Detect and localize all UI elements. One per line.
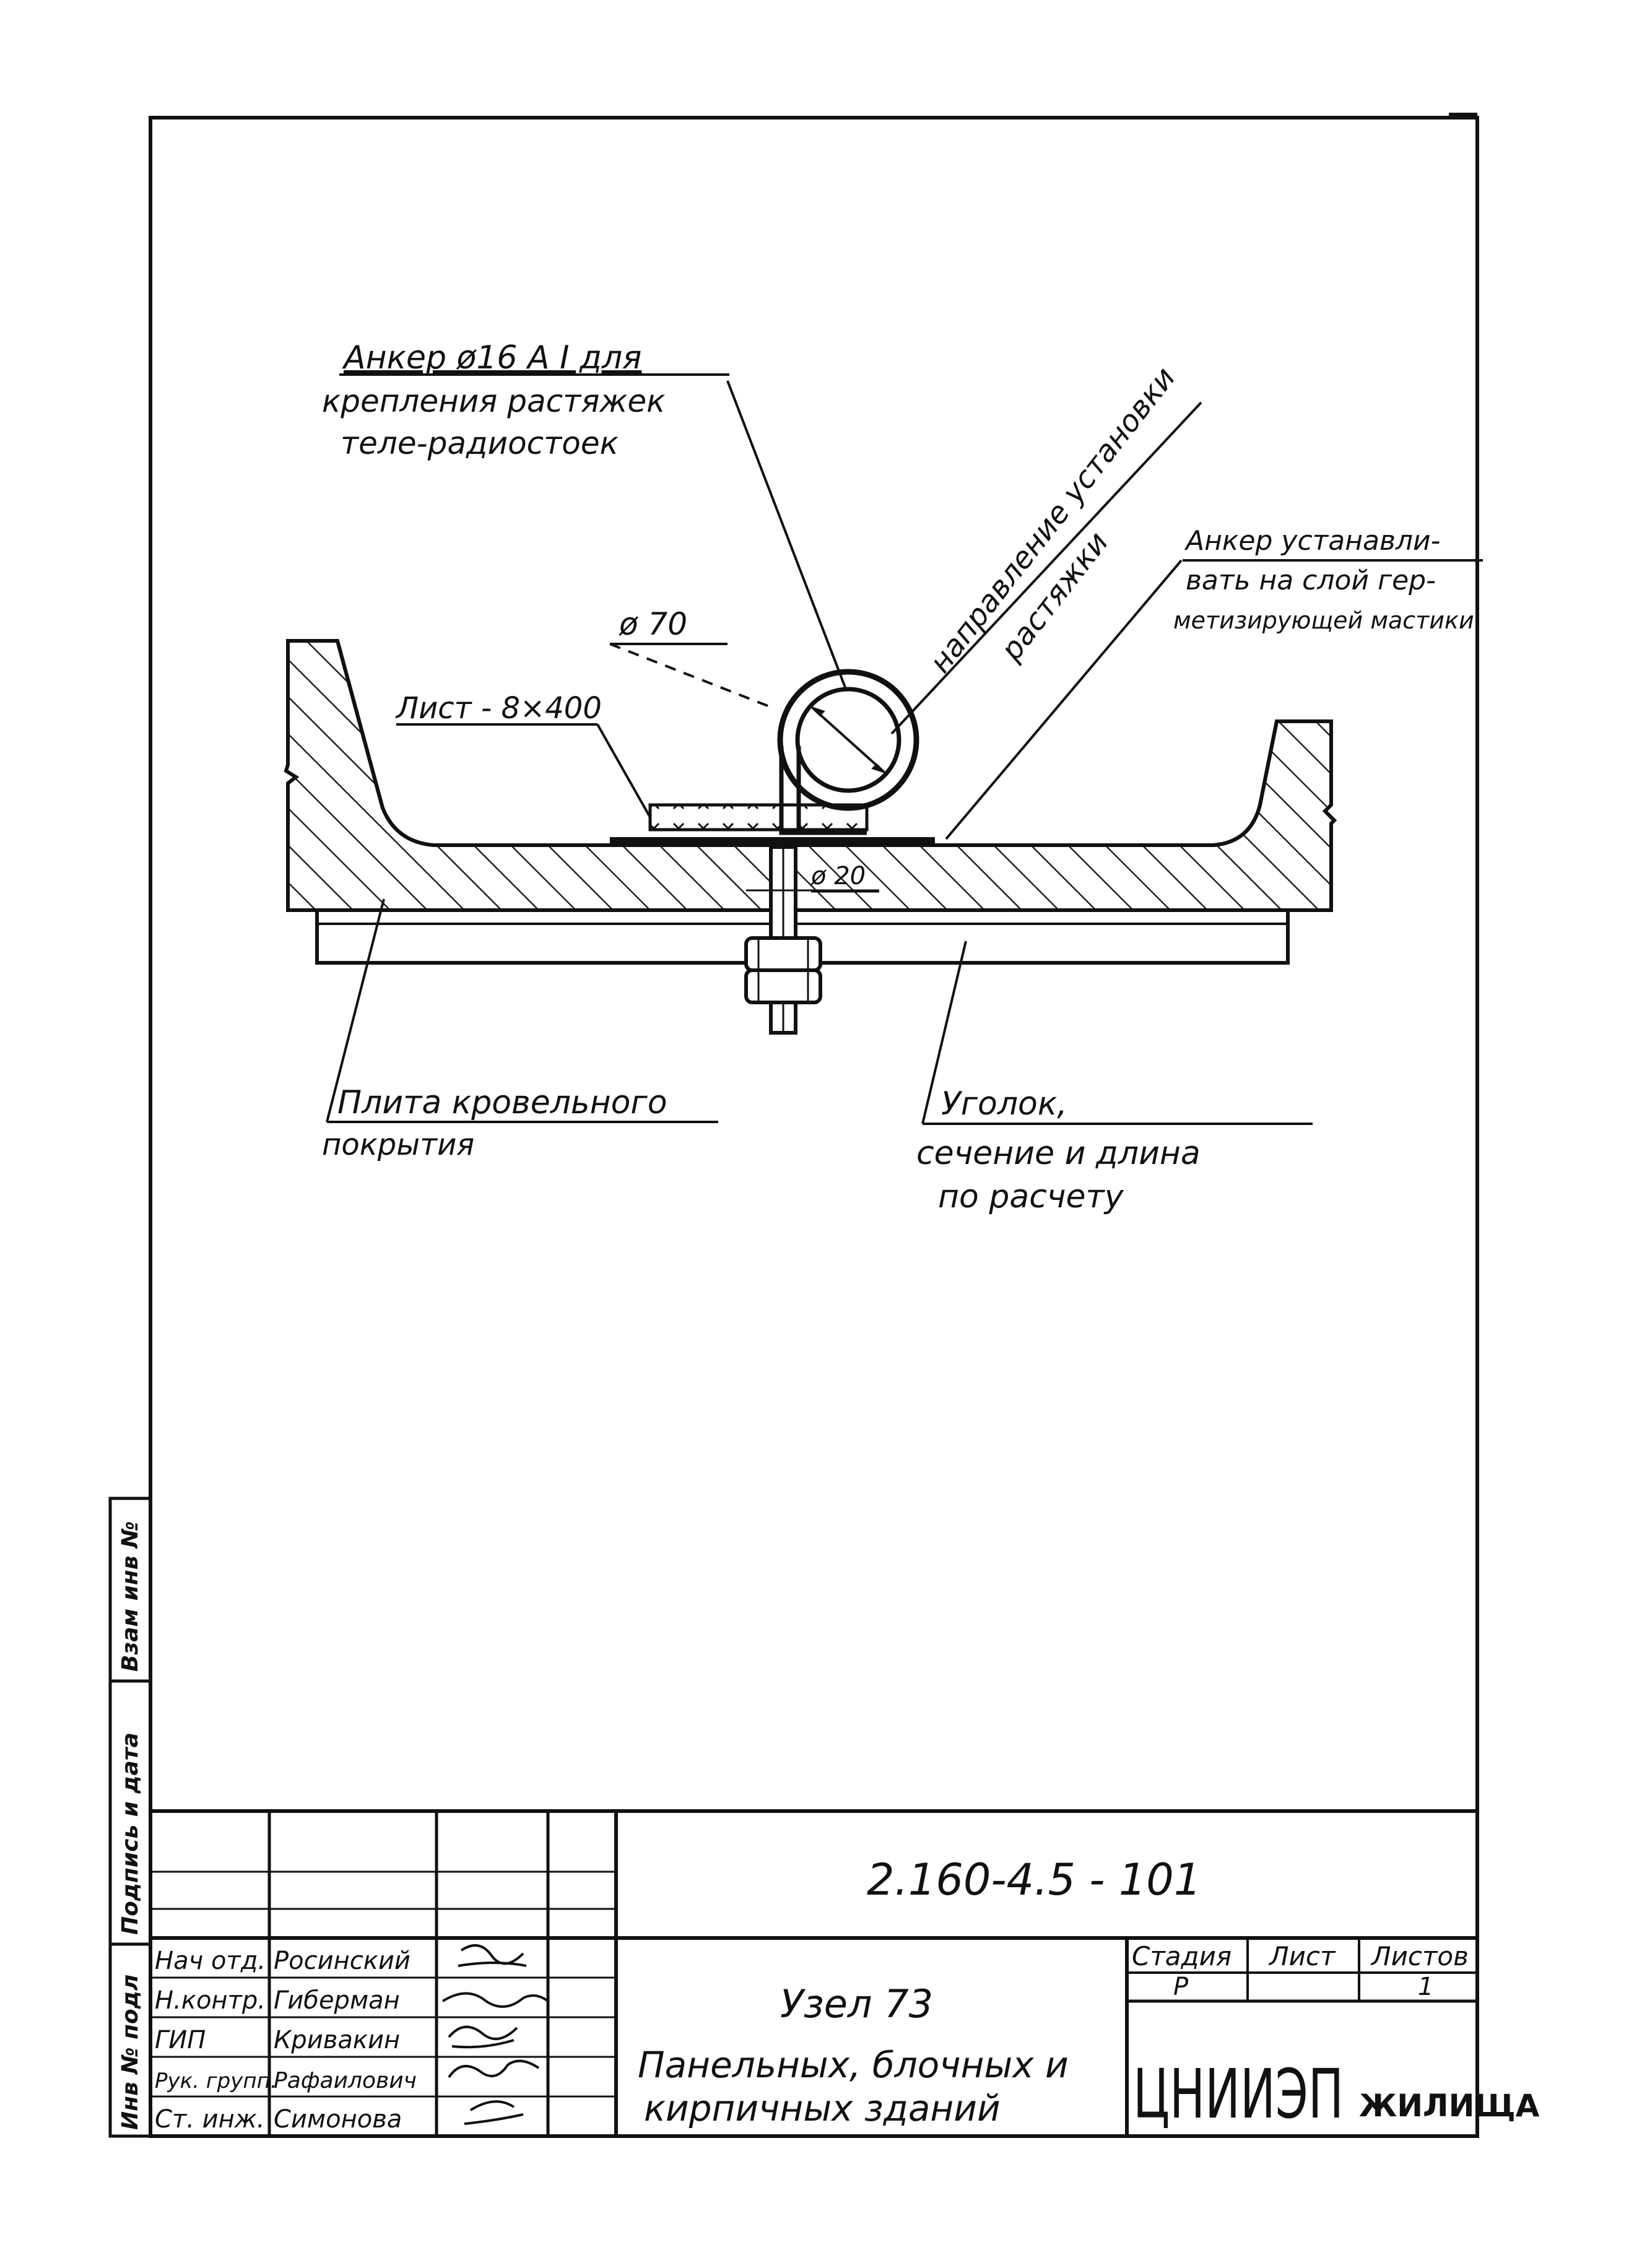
organization-subtitle: ЖИЛИЩА bbox=[1359, 2088, 1540, 2124]
anchor-label-line3: теле-радиостоек bbox=[341, 425, 619, 461]
role-5: Ст. инж. bbox=[155, 2105, 265, 2134]
side-stamp-field-signature: Подпись и дата bbox=[118, 1732, 143, 1935]
name-3: Кривакин bbox=[274, 2026, 400, 2054]
sheets-header: Листов bbox=[1370, 1941, 1469, 1971]
install-label-line2: вать на слой гер- bbox=[1186, 565, 1436, 596]
role-1: Нач отд. bbox=[155, 1947, 266, 1975]
stage-header: Стадия bbox=[1132, 1941, 1232, 1971]
role-2: Н.контр. bbox=[155, 1986, 266, 2015]
install-label: Анкер устанавли- bbox=[1184, 525, 1441, 557]
name-2: Гиберман bbox=[274, 1986, 400, 2015]
sheet-label: Лист - 8×400 bbox=[395, 691, 602, 726]
signatures bbox=[441, 1944, 549, 2125]
sheet-header: Лист bbox=[1268, 1941, 1336, 1971]
node-title: Узел 73 bbox=[780, 1981, 933, 2027]
name-5: Симонова bbox=[274, 2105, 402, 2134]
anchor-label-line2: крепления растяжек bbox=[322, 383, 665, 419]
anchor-bolt bbox=[744, 669, 919, 1035]
side-stamp-field-original: Инв № подл bbox=[118, 1975, 143, 2130]
stage-value: Р bbox=[1173, 1973, 1189, 2001]
angle-label: Уголок, bbox=[941, 1085, 1067, 1123]
slab-label-line2: покрытия bbox=[322, 1127, 474, 1162]
side-stamp-field-replacement: Взам инв № bbox=[118, 1521, 143, 1672]
title-block: 2.160-4.5 - 101 Нач отд. Росинский Н.кон… bbox=[150, 1809, 1540, 2136]
role-4: Рук. групп. bbox=[155, 2069, 277, 2093]
node-title-line2: Панельных, блочных и bbox=[638, 2044, 1069, 2086]
steel-plate bbox=[610, 803, 935, 847]
node-title-line3: кирпичных зданий bbox=[644, 2087, 1001, 2129]
name-1: Росинский bbox=[274, 1947, 411, 1975]
name-4: Рафаилович bbox=[274, 2068, 417, 2093]
organization-logo: ЦНИИЭП bbox=[1133, 2054, 1344, 2134]
angle-label-line2: сечение и длина bbox=[916, 1135, 1201, 1172]
slab-label: Плита кровельного bbox=[337, 1084, 667, 1121]
role-3: ГИП bbox=[155, 2026, 206, 2054]
diameter-20-label: ø 20 bbox=[810, 862, 866, 890]
install-label-line3: метизирующей мастики bbox=[1173, 607, 1474, 634]
side-stamp: Взам инв № Подпись и дата Инв № подл bbox=[108, 1497, 152, 2138]
frame bbox=[149, 113, 1479, 2138]
direction-label: направление установки bbox=[923, 361, 1182, 680]
angle-label-line3: по расчету bbox=[938, 1178, 1124, 1215]
anchor-label: Анкер ø16 А I для bbox=[342, 339, 641, 376]
leader-lines bbox=[326, 373, 1483, 1125]
diameter-70-label: ø 70 bbox=[619, 606, 687, 642]
sheets-value: 1 bbox=[1418, 1973, 1433, 2001]
document-code: 2.160-4.5 - 101 bbox=[867, 1854, 1201, 1905]
